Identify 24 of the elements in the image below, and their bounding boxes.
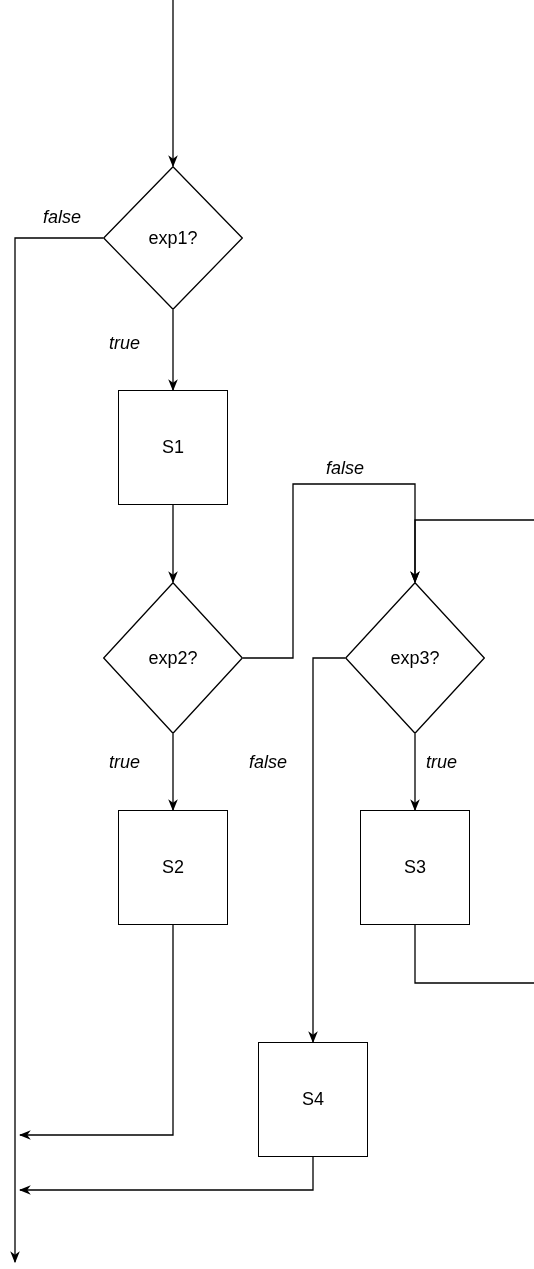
arrow: [168, 0, 178, 168]
process-box: [118, 810, 228, 925]
arrow: [168, 504, 178, 584]
arrow: [10, 237, 104, 1264]
arrow: [410, 519, 534, 584]
node-label: S4: [302, 1089, 324, 1110]
node-label: S2: [162, 857, 184, 878]
decision-diamond: [103, 166, 243, 310]
decision-diamond: [345, 582, 485, 734]
node-label: exp1?: [148, 227, 198, 249]
node-label: S1: [162, 437, 184, 458]
arrow: [18, 1156, 314, 1195]
process-box: [360, 810, 470, 925]
arrow: [410, 733, 420, 812]
node-label: S3: [404, 857, 426, 878]
arrow: [18, 924, 174, 1140]
arrow: [308, 657, 346, 1044]
process-box: [118, 390, 228, 505]
node-label: exp2?: [148, 647, 198, 669]
arrow: [168, 733, 178, 812]
decision-diamond: [103, 582, 243, 734]
node-label: exp3?: [390, 647, 440, 669]
process-box: [258, 1042, 368, 1157]
arrow: [168, 309, 178, 392]
